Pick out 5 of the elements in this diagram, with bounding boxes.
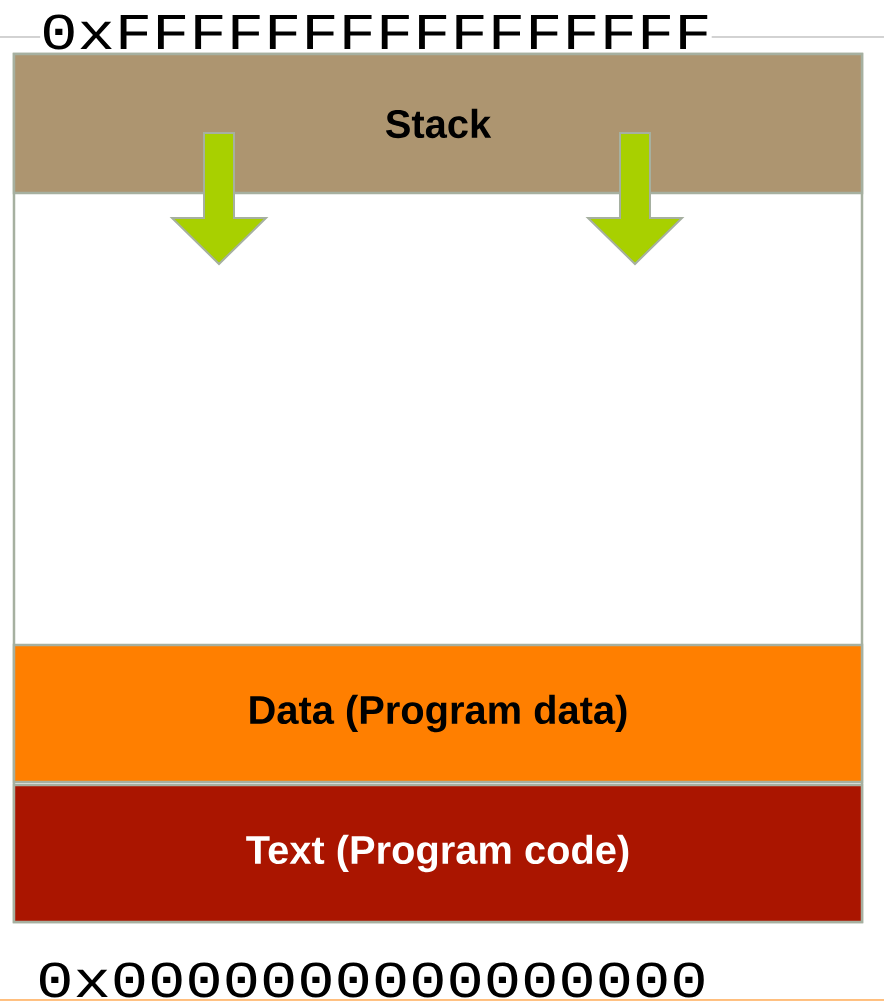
address-label: 0xFFFFFFFFFFFFFFFF <box>40 14 712 50</box>
memory-region: Stack <box>12 52 864 195</box>
address-label: 0x0000000000000000 <box>36 962 708 998</box>
memory-region: Text (Program code) <box>12 783 864 924</box>
memory-region: Data (Program data) <box>12 643 864 784</box>
